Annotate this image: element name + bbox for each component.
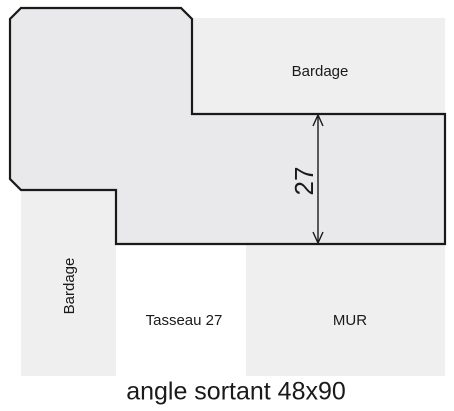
- bardage-top-label: Bardage: [292, 63, 349, 80]
- dimension-arrow-top: [312, 113, 324, 127]
- tasseau-label: Tasseau 27: [146, 312, 223, 329]
- mur-label: MUR: [333, 312, 367, 329]
- dimension-label: 27: [289, 167, 319, 196]
- bardage-side-panel: [21, 190, 116, 376]
- dimension-marker: [312, 113, 324, 245]
- angle-profile-shape: [8, 6, 447, 246]
- diagram-caption: angle sortant 48x90: [126, 378, 346, 406]
- bardage-side-label: Bardage: [61, 258, 78, 315]
- dimension-arrow-bottom: [312, 231, 324, 245]
- mur-panel: [246, 244, 445, 376]
- bardage-top-panel: [192, 18, 445, 114]
